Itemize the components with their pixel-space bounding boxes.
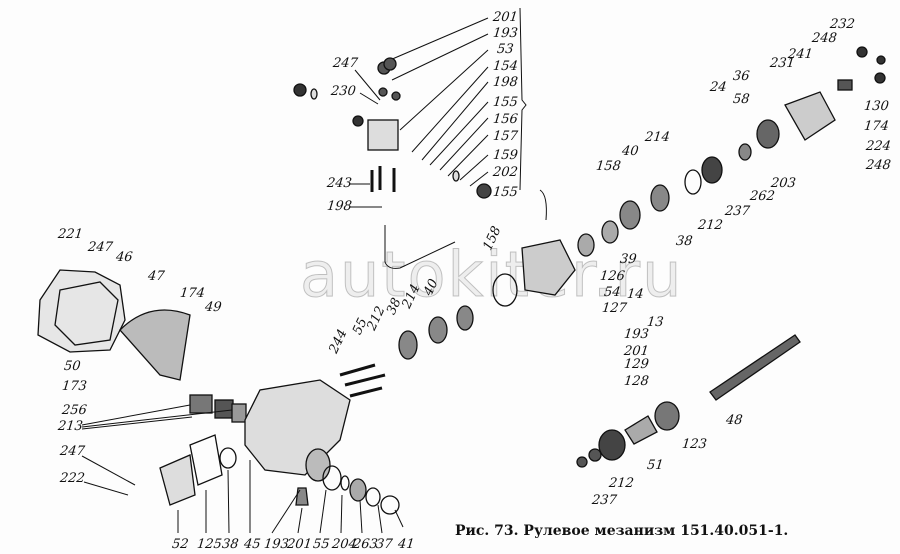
part-label: 53	[496, 42, 515, 57]
part-label: 14	[626, 287, 645, 302]
part-label: 54	[603, 285, 622, 300]
part-label: 125	[196, 537, 223, 552]
part-label: 202	[492, 165, 519, 180]
part-label: 36	[732, 69, 751, 84]
part-label: 49	[204, 300, 223, 315]
part-label: 40	[621, 144, 640, 159]
part-label: 154	[492, 59, 519, 74]
part-label: 39	[619, 252, 638, 267]
part-label: 224	[865, 139, 892, 154]
part-label: 193	[623, 327, 650, 342]
part-label: 247	[59, 444, 86, 459]
part-label: 46	[115, 250, 134, 265]
watermark: autokiter.ru	[299, 238, 684, 312]
part-label: 201	[286, 537, 313, 552]
part-label: 222	[59, 471, 86, 486]
part-label: 37	[375, 537, 394, 552]
part-label: 232	[829, 17, 856, 32]
part-label: 262	[749, 189, 776, 204]
bottom-parts	[159, 434, 400, 515]
part-label: 24	[709, 80, 728, 95]
part-label: 157	[492, 129, 519, 144]
part-label: 127	[601, 301, 628, 316]
part-label: 237	[724, 204, 751, 219]
part-label: 173	[61, 379, 88, 394]
part-label: 51	[646, 458, 665, 473]
part-label: 156	[492, 112, 519, 127]
part-label: 155	[492, 95, 519, 110]
part-label: 129	[623, 357, 650, 372]
part-label: 126	[599, 269, 626, 284]
part-label: 230	[330, 84, 357, 99]
part-label: 248	[865, 158, 892, 173]
part-label: 41	[397, 537, 416, 552]
figure-caption: Рис. 73. Рулевое мезанизм 151.40.051-1.	[455, 523, 789, 539]
middle-parts	[398, 46, 886, 360]
part-label: 38	[221, 537, 240, 552]
part-label: 174	[179, 286, 206, 301]
part-label: 231	[769, 56, 796, 71]
part-label: 50	[63, 359, 82, 374]
part-label: 243	[326, 176, 353, 191]
part-label: 212	[608, 476, 635, 491]
part-label: 237	[591, 493, 618, 508]
part-label: 45	[243, 537, 262, 552]
worm-shaft	[576, 334, 801, 468]
part-label: 247	[87, 240, 114, 255]
part-label: 47	[147, 269, 166, 284]
part-label: 130	[863, 99, 890, 114]
part-label: 58	[732, 92, 751, 107]
part-label: 214	[644, 130, 671, 145]
part-label: 48	[725, 413, 744, 428]
part-label: 128	[623, 374, 650, 389]
part-label: 193	[492, 26, 519, 41]
part-label: 38	[675, 234, 694, 249]
part-label: 55	[312, 537, 331, 552]
part-label: 123	[681, 437, 708, 452]
part-label: 248	[811, 31, 838, 46]
leader-lines-top	[350, 7, 547, 269]
side-cover	[37, 269, 247, 423]
part-label: 247	[332, 56, 359, 71]
part-label: 256	[61, 403, 88, 418]
part-label: 174	[863, 119, 890, 134]
part-label: 198	[492, 75, 519, 90]
part-label: 158	[595, 159, 622, 174]
part-label: 212	[697, 218, 724, 233]
valve-body	[293, 57, 492, 199]
part-label: 52	[171, 537, 190, 552]
leader-lines-bottom	[81, 404, 404, 534]
part-label: 155	[492, 185, 519, 200]
part-label: 213	[57, 419, 84, 434]
part-label: 221	[57, 227, 84, 242]
gear-housing	[244, 363, 386, 482]
part-label: 159	[492, 148, 519, 163]
part-label: 201	[492, 10, 519, 25]
part-label: 198	[326, 199, 353, 214]
